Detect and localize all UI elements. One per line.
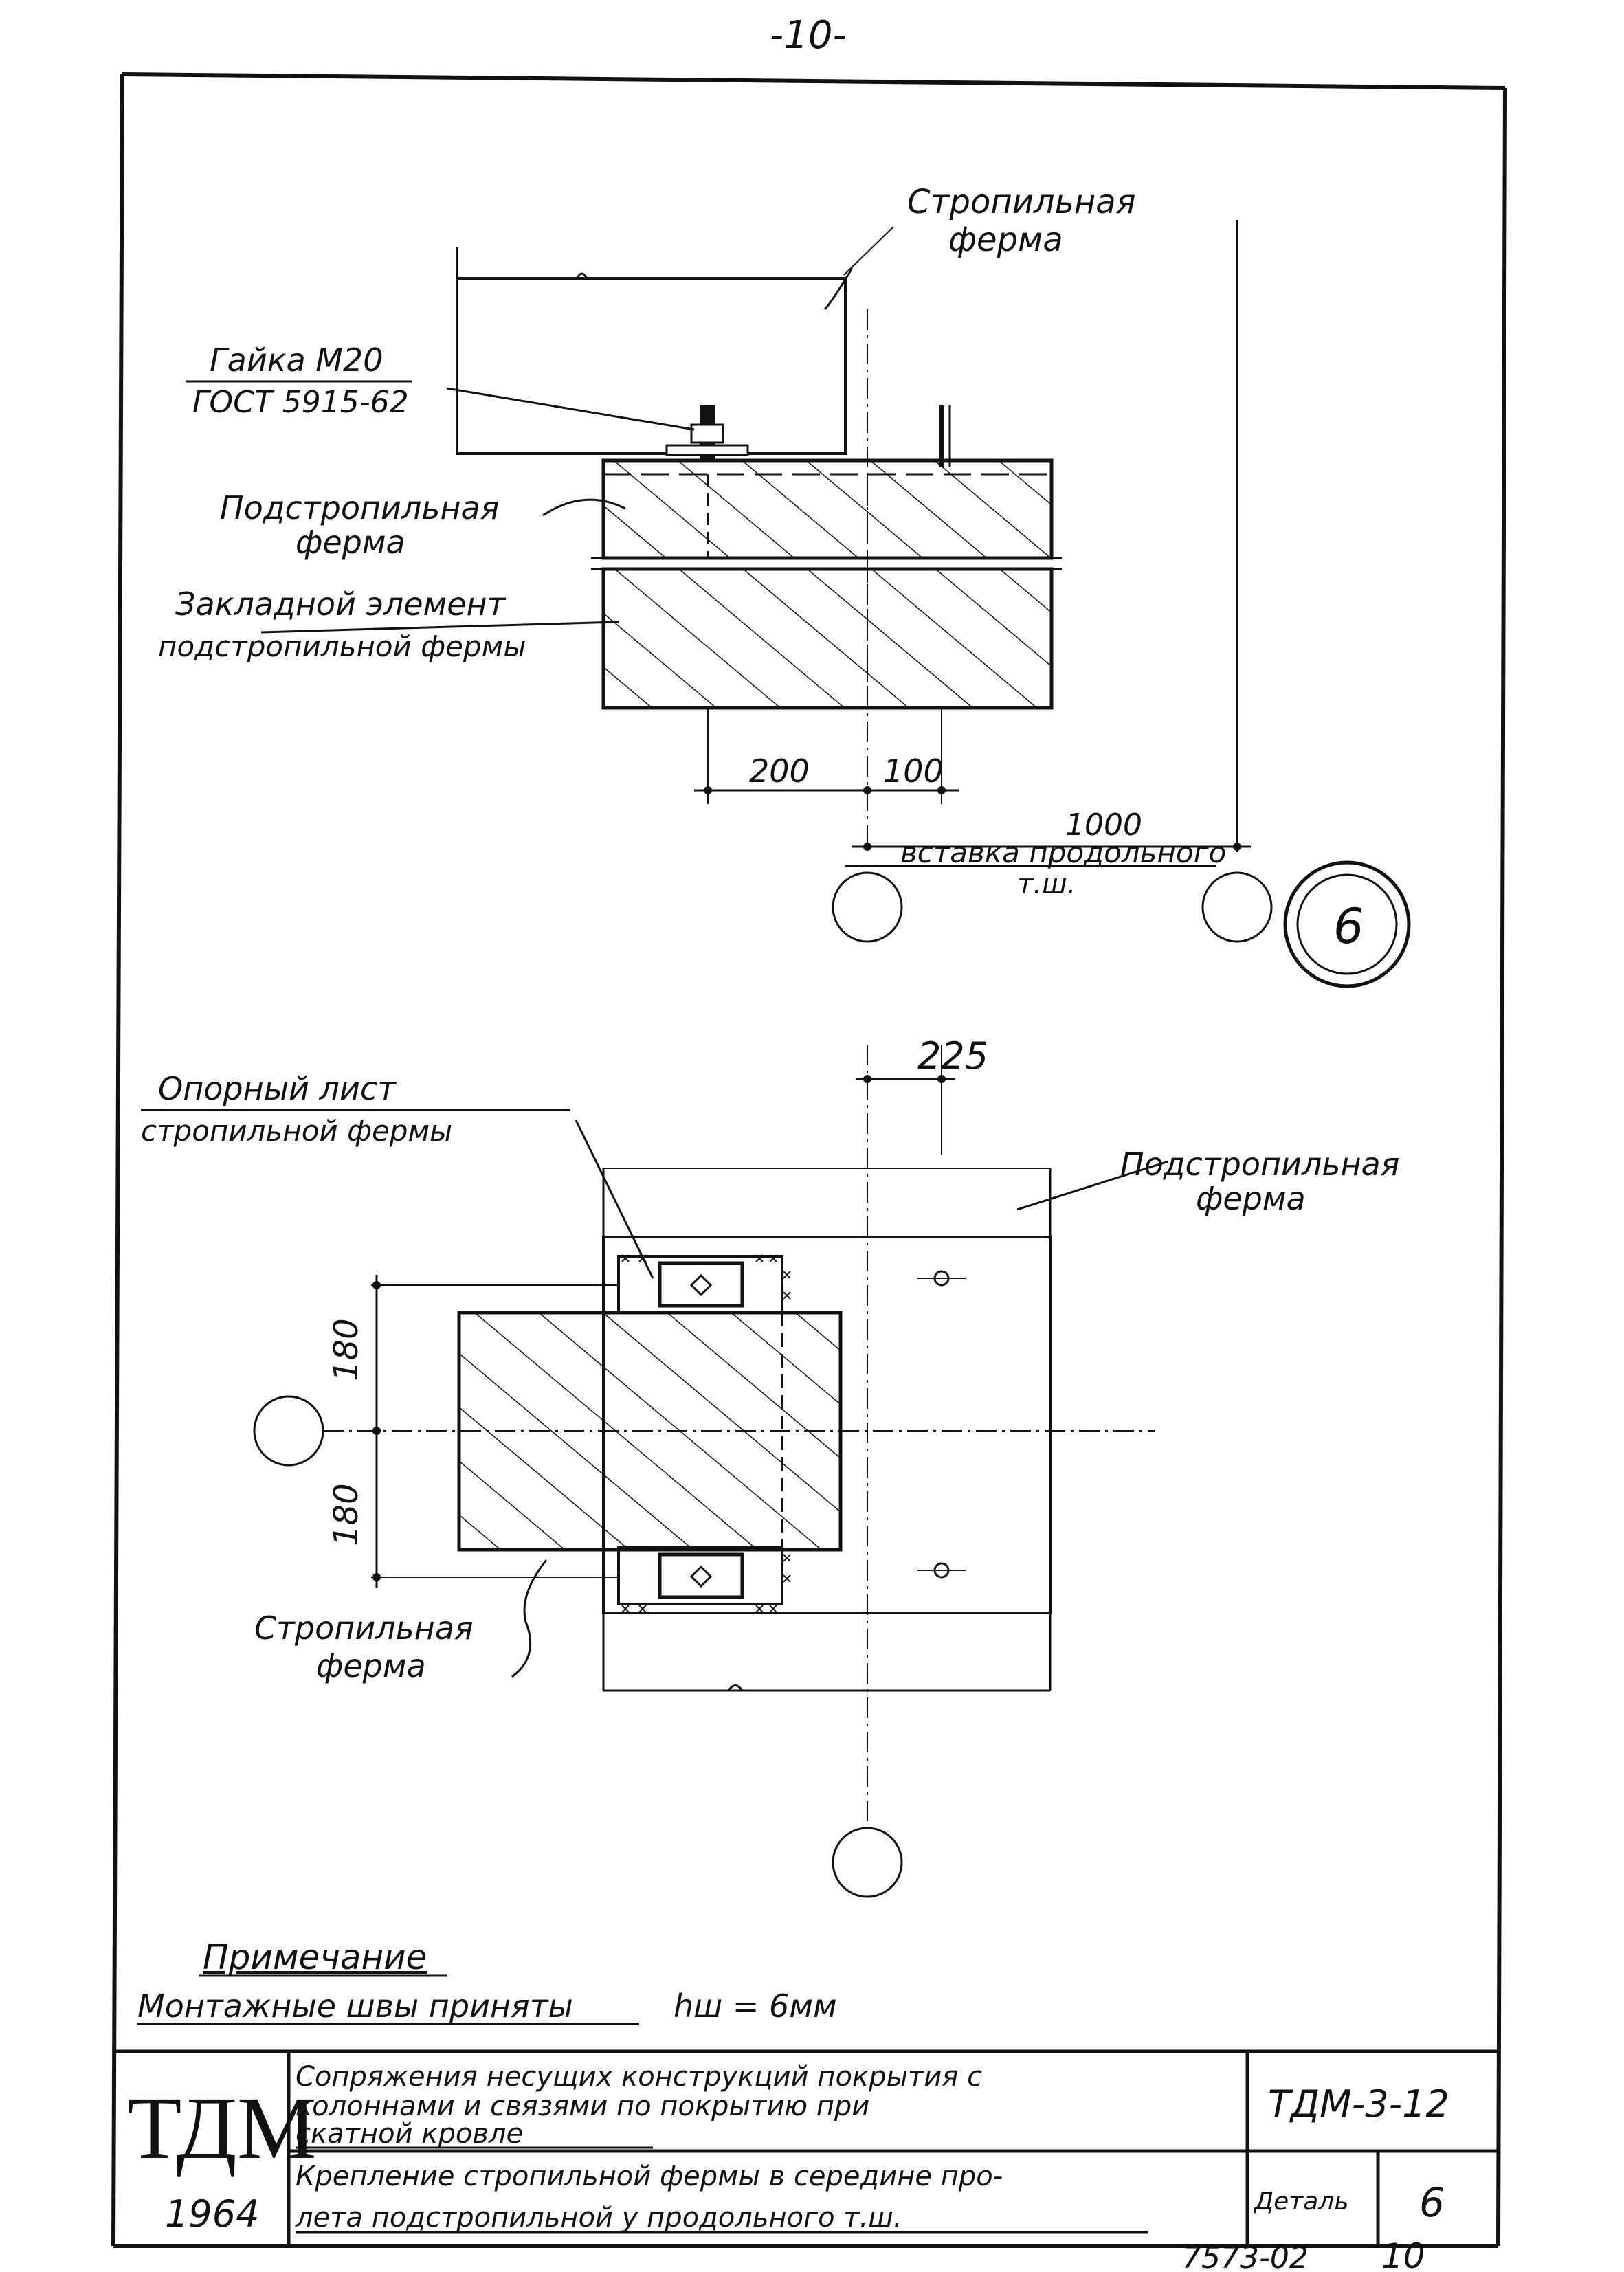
detail-label: Деталь [1253, 2187, 1349, 2216]
page-number: -10- [770, 13, 847, 58]
top-view: 200 100 1000 6 Стропильная ферма Гайка М… [158, 183, 1411, 988]
label-nut-2: ГОСТ 5915-62 [192, 385, 409, 420]
title-line-2: колоннами и связями по покрытию при [296, 2091, 869, 2122]
sub-truss-upper-block [601, 458, 1054, 560]
dim-180-upper: 180 [327, 1318, 366, 1381]
label-insert-2: т.ш. [1017, 869, 1076, 900]
sub-truss-lower-block [601, 567, 1054, 710]
axis-bubble-west [253, 1395, 324, 1467]
nut [690, 423, 724, 444]
subtitle-line-1: Крепление стропильной фермы в середине п… [296, 2161, 1003, 2192]
label-rafter-truss-bottom-2: ферма [316, 1647, 426, 1684]
dim-225: 225 [917, 1034, 988, 1078]
detail-marker-outer [1283, 860, 1411, 988]
title-line-3: скатной кровле [296, 2118, 523, 2150]
detail-value: 6 [1419, 2179, 1445, 2226]
label-rafter-truss-bottom-1: Стропильная [254, 1610, 474, 1647]
title-block-year: 1964 [165, 2192, 259, 2236]
label-sub-truss-2: ферма [296, 524, 405, 561]
label-sub-truss-bottom-1: Подстропильная [1120, 1146, 1399, 1183]
title-block-code: ТДМ-3-12 [1268, 2082, 1449, 2126]
label-insert-1: вставка продольного [900, 836, 1226, 869]
note-text: Монтажные швы приняты [137, 1987, 573, 2025]
note-heading: Примечание [203, 1937, 427, 1977]
subtitle-line-2: лета подстропильной у продольного т.ш. [295, 2202, 902, 2234]
weld-marks [621, 1254, 791, 1613]
note-weld: hш = 6мм [674, 1987, 837, 2025]
bottom-view: 225 [141, 1034, 1399, 1898]
label-rafter-truss-2: ферма [948, 221, 1063, 259]
title-block [113, 2049, 1498, 2246]
detail-marker-inner [1296, 873, 1398, 975]
label-sub-truss-bottom-2: ферма [1196, 1180, 1306, 1217]
dim-1000: 1000 [1065, 808, 1142, 843]
detail-marker-number: 6 [1333, 898, 1364, 955]
washer [665, 444, 749, 456]
label-embedded-2: подстропильной фермы [158, 630, 526, 663]
label-support-plate-2: стропильной фермы [141, 1114, 452, 1148]
rafter-truss-outline [456, 247, 847, 455]
footer-code: 7573-02 [1182, 2240, 1309, 2272]
label-support-plate-1: Опорный лист [158, 1070, 397, 1107]
title-block-logo: ТДМ [127, 2079, 317, 2178]
note: Примечание Монтажные швы приняты hш = 6м… [137, 1937, 837, 2025]
axis-bubble-right [1201, 871, 1273, 943]
dim-100: 100 [883, 753, 944, 790]
label-nut-1: Гайка М20 [210, 342, 383, 379]
label-sub-truss-1: Подстропильная [220, 489, 499, 526]
title-line-1: Сопряжения несущих конструкций покрытия … [296, 2061, 982, 2093]
axis-bubble-south [832, 1827, 903, 1898]
dim-180-lower: 180 [327, 1483, 366, 1546]
axis-bubble-left [832, 871, 903, 943]
rafter-truss-section [457, 1311, 843, 1552]
footer-sheet: 10 [1381, 2236, 1425, 2272]
label-embedded-1: Закладной элемент [175, 586, 507, 623]
dim-200: 200 [749, 753, 810, 790]
label-rafter-truss-1: Стропильная [907, 183, 1136, 221]
sheet-frame [111, 72, 1507, 2248]
